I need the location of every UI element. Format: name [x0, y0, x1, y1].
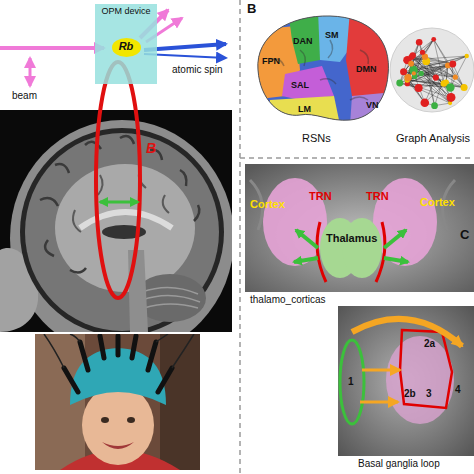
- thalamus-mri: [245, 164, 474, 292]
- panel-caption: thalamo_corticas: [250, 294, 326, 306]
- region-label: Thalamus: [326, 232, 377, 245]
- graph-edge: [434, 39, 456, 77]
- graph-edge: [407, 56, 466, 80]
- graph-node: [400, 68, 407, 75]
- graph-node: [404, 74, 411, 81]
- graph-edge: [413, 55, 450, 103]
- rsn-brain: [250, 10, 395, 125]
- axis-label: beam: [12, 90, 37, 102]
- callout-number: 2b: [404, 388, 416, 400]
- network-label: DAN: [293, 36, 313, 46]
- graph-node: [420, 50, 425, 55]
- graph-node: [410, 52, 416, 58]
- axis-label: atomic spin: [172, 64, 223, 76]
- graph-node: [431, 37, 436, 42]
- callout-number: 3: [426, 388, 432, 400]
- graph-edge: [451, 64, 453, 97]
- panel-letter: C: [460, 228, 469, 243]
- node-text: OPM device: [98, 6, 154, 16]
- graph-edge: [407, 60, 451, 97]
- graph-node: [446, 83, 454, 91]
- panel-caption: Basal ganglia loop: [358, 458, 440, 470]
- graph-edge: [400, 42, 419, 83]
- graph-node: [408, 61, 414, 67]
- network-label: DMN: [356, 64, 377, 74]
- network-label: LM: [298, 104, 311, 114]
- graph-edge: [404, 72, 425, 103]
- callout-number: 2a: [424, 338, 435, 350]
- graph-edge: [453, 64, 464, 87]
- graph-node: [420, 98, 429, 107]
- network-label: SAL: [291, 80, 309, 90]
- region-label: Cortex: [420, 196, 455, 209]
- rb-cell: Rb: [112, 38, 141, 57]
- graph-network: [396, 37, 469, 109]
- graph-node: [453, 75, 458, 80]
- helmet-photo: [35, 334, 200, 470]
- graph-node: [433, 75, 439, 81]
- network-label: VN: [366, 100, 379, 110]
- graph-node: [461, 84, 468, 91]
- graph-sphere: [390, 28, 474, 112]
- graph-node: [431, 102, 438, 109]
- field-label: B: [146, 140, 156, 156]
- region-label: TRN: [366, 190, 389, 203]
- graph-edge: [404, 72, 425, 103]
- graph-edge: [450, 56, 466, 87]
- panel-letter: B: [247, 2, 256, 17]
- network-label: FPN: [262, 56, 280, 66]
- callout-number: 4: [455, 384, 461, 396]
- graph-node: [449, 61, 456, 68]
- network-label: SM: [325, 30, 339, 40]
- graph-edge: [411, 57, 448, 65]
- graph-node: [441, 80, 447, 86]
- graph-node: [415, 84, 423, 92]
- brain-outline: [258, 16, 389, 120]
- graph-node: [416, 39, 423, 46]
- opm-device-box: OPM deviceRb: [95, 4, 157, 84]
- graph-node: [412, 71, 416, 75]
- graph-node: [447, 93, 456, 102]
- graph-edge: [407, 60, 450, 103]
- basal-ganglia-mri: [338, 306, 474, 456]
- callout-number: 1: [348, 376, 354, 388]
- divider: [240, 157, 474, 159]
- region-label: Cortex: [250, 198, 285, 211]
- magnetic-field-loop: [96, 62, 140, 298]
- graph-edge: [404, 39, 434, 71]
- panel-caption: Graph Analysis: [396, 132, 470, 145]
- graph-node: [396, 80, 403, 87]
- node-text: Rb: [112, 40, 141, 53]
- graph-node: [418, 71, 424, 77]
- divider: [239, 0, 241, 474]
- region-label: TRN: [309, 190, 332, 203]
- graph-node: [465, 54, 469, 58]
- panel-caption: RSNs: [302, 132, 331, 145]
